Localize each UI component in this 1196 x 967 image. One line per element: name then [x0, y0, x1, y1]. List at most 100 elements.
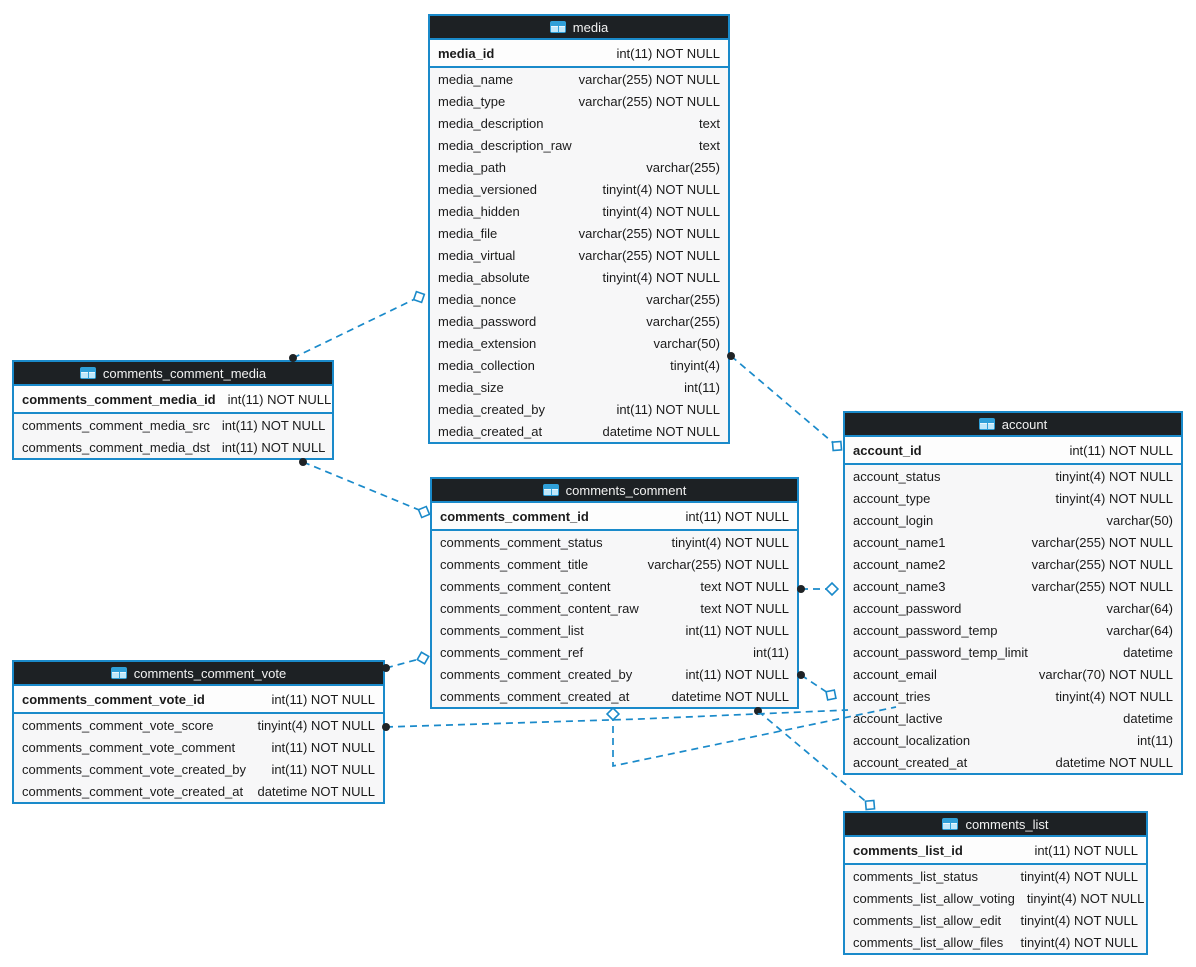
column-type: tinyint(4): [670, 357, 720, 373]
column-type: text NOT NULL: [700, 600, 789, 616]
column-name: account_name3: [853, 578, 946, 594]
column-type: int(11): [753, 644, 789, 660]
column-name: account_email: [853, 666, 937, 682]
pk-column-name: account_id: [853, 442, 922, 458]
column-type: int(11): [1137, 732, 1173, 748]
column-row[interactable]: media_nonce varchar(255): [430, 288, 728, 310]
table-icon: [978, 418, 995, 430]
pk-column-type: int(11) NOT NULL: [1034, 842, 1138, 858]
column-type: int(11) NOT NULL: [685, 666, 789, 682]
column-type: varchar(50): [653, 335, 720, 351]
column-type: tinyint(4) NOT NULL: [602, 181, 720, 197]
table-icon: [942, 818, 959, 830]
column-row[interactable]: account_localization int(11): [845, 729, 1181, 751]
column-name: account_localization: [853, 732, 971, 748]
table-header[interactable]: comments_comment_media: [14, 362, 332, 386]
column-name: media_description: [438, 115, 544, 131]
table-header[interactable]: comments_comment: [432, 479, 797, 503]
table-header[interactable]: comments_list: [845, 813, 1146, 837]
column-type: int(11) NOT NULL: [685, 622, 789, 638]
column-type: varchar(255): [646, 291, 720, 307]
table-header[interactable]: account: [845, 413, 1181, 437]
table-icon: [549, 21, 566, 33]
table-title: comments_comment_vote: [133, 665, 287, 681]
column-name: comments_list_allow_voting: [853, 890, 1015, 906]
column-name: comments_comment_content: [440, 578, 611, 594]
column-type: varchar(255) NOT NULL: [578, 93, 720, 109]
table-comments_comment_vote[interactable]: comments_comment_vote comments_comment_vo…: [12, 660, 385, 804]
column-type: varchar(255): [646, 159, 720, 175]
column-type: datetime NOT NULL: [602, 423, 720, 439]
column-name: comments_comment_status: [440, 534, 603, 550]
table-header[interactable]: comments_comment_vote: [14, 662, 383, 686]
table-title: comments_comment: [565, 482, 687, 498]
column-type: datetime NOT NULL: [1055, 754, 1173, 770]
pk-column-type: int(11) NOT NULL: [227, 391, 332, 407]
column-name: comments_comment_media_dst: [22, 439, 210, 455]
column-name: media_nonce: [438, 291, 517, 307]
table-header[interactable]: media: [430, 16, 728, 40]
column-type: int(11) NOT NULL: [271, 761, 375, 777]
column-name: account_login: [853, 512, 934, 528]
column-type: tinyint(4) NOT NULL: [1020, 912, 1138, 928]
